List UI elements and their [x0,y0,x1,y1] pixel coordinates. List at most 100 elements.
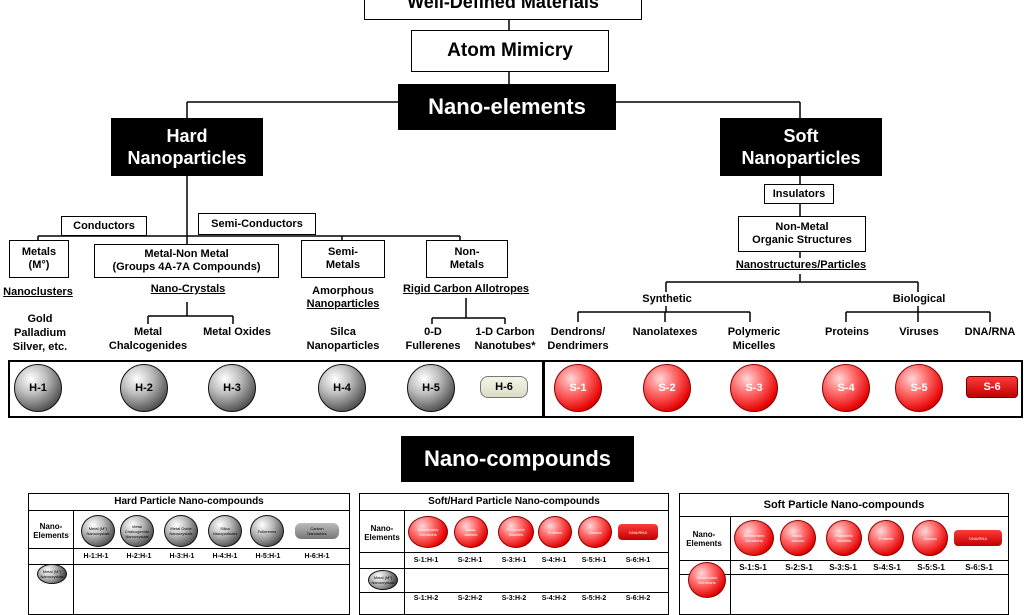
insulators-box: Insulators [764,184,834,204]
non-metal-organic-box: Non-Metal Organic Structures [738,216,866,252]
sh-cell-r2-2: S-2:H-2 [457,595,483,602]
connector-lines [37,20,991,324]
fullerenes-label: 0-D Fullerenes [405,326,461,352]
soft-hard-compounds-table: Soft/Hard Particle Nano-compounds Nano- … [359,493,669,615]
non-metals-box: Non- Metals [426,240,508,278]
sh-cell-4: S-4:H-1 [541,557,567,564]
nanotubes-label: 1-D Carbon Nanotubes* [474,326,536,352]
conductors-box: Conductors [61,216,147,236]
s-header-6: DNA/RNA [954,530,1002,546]
hard-header-5: Fullerenes [250,515,284,547]
nano-compounds-label: Nano-compounds [424,446,611,471]
sh-cell-r2-5: S-5:H-2 [581,595,607,602]
polymeric-label: Polymeric Micelles [727,326,781,352]
soft-hard-table-corner: Nano- Elements [364,524,400,542]
nano-elements-box: Nano-elements [398,84,616,130]
hard-header-1: Metal (M°) Nanocrystals [81,515,115,547]
nano-compounds-box: Nano-compounds [401,436,634,482]
conductors-label: Conductors [73,219,135,232]
s-header-4: Proteins [868,520,904,556]
sh-cell-5: S-5:H-1 [581,557,607,564]
s-header-3: Polymeric Micelles [826,520,862,556]
hard-header-3: Metal Oxide Nanocrystals [164,515,198,547]
well-defined-materials-box: Well-Defined Materials [364,0,642,20]
s-row-label: Dendrimers Dendrons [688,562,726,598]
synthetic-label: Synthetic [642,293,692,305]
soft-hard-compounds-title: Soft/Hard Particle Nano-compounds [360,494,668,511]
hard-cell-2: H-2:H-1 [126,553,152,560]
hard-header-4: Silica Nanoparticles [208,515,242,547]
nanostructures-label: Nanostructures/Particles [735,259,867,271]
soft-nanoparticles-box: Soft Nanoparticles [720,118,882,176]
insulators-label: Insulators [772,187,826,200]
hard-compounds-table: Hard Particle Nano-compounds Nano- Eleme… [28,493,350,615]
amorphous-nanoparticles-label: Nanoparticles [306,298,380,310]
viruses-label: Viruses [899,326,939,338]
hard-cell-6: H-6:H-1 [304,553,330,560]
s-header-1: Dendrimers Dendrons [734,520,774,556]
non-metals-label: Non- Metals [449,246,485,271]
hard-cell-4: H-4:H-1 [212,553,238,560]
h6-nanotube: H-6 [480,376,528,398]
h4-sphere: H-4 [318,364,366,412]
proteins-label: Proteins [824,326,869,338]
s-cell-1: S-1:S-1 [739,563,767,572]
s-cell-5: S-5:S-1 [917,563,945,572]
metal-oxides-label: Metal Oxides [203,326,271,338]
s-cell-3: S-3:S-1 [829,563,857,572]
s1-sphere: S-1 [554,364,602,412]
s3-sphere: S-3 [730,364,778,412]
atom-mimicry-label: Atom Mimicry [447,40,573,61]
hard-cell-5: H-5:H-1 [255,553,281,560]
nano-elements-label: Nano-elements [428,94,586,119]
hard-cell-3: H-3:H-1 [169,553,195,560]
semi-metals-box: Semi- Metals [301,240,385,278]
hard-header-6: Carbon Nanotubes [295,523,339,539]
h2-sphere: H-2 [120,364,168,412]
semi-conductors-box: Semi-Conductors [198,213,316,235]
sh-header-6: DNA/RNA [618,524,658,540]
nanolatexes-label: Nanolatexes [632,326,698,338]
hard-cell-1: H-1:H-1 [83,553,109,560]
sh-header-4: Proteins [538,516,572,548]
hard-nanoparticles-box: Hard Nanoparticles [111,118,263,176]
semi-conductors-label: Semi-Conductors [211,217,303,230]
rigid-carbon-label: Rigid Carbon Allotropes [402,283,530,295]
sh-header-3: Polymeric Micelles [498,516,534,548]
sh-cell-r2-6: S-6:H-2 [625,595,651,602]
silica-label: Silca Nanoparticles [306,326,380,352]
biological-label: Biological [892,293,946,305]
h1-sphere: H-1 [14,364,62,412]
sh-row-label: Metal (M°) Nanocrystals [368,570,398,590]
sh-cell-2: S-2:H-1 [457,557,483,564]
s2-sphere: S-2 [643,364,691,412]
hard-particles-panel [8,360,544,418]
h5-sphere: H-5 [407,364,455,412]
metal-chalcogenides-label: Metal Chalcogenides [108,326,188,352]
metals-label: Metals (M°) [21,246,57,271]
atom-mimicry-box: Atom Mimicry [411,30,609,72]
dendrons-label: Dendrons/ Dendrimers [547,326,609,352]
soft-compounds-table: Soft Particle Nano-compounds Nano- Eleme… [679,493,1009,615]
amorphous-label: Amorphous [312,285,374,297]
semi-metals-label: Semi- Metals [325,246,361,271]
metal-nonmetal-label: Metal-Non Metal (Groups 4A-7A Compounds) [112,248,261,273]
sh-cell-6: S-6:H-1 [625,557,651,564]
nanoclusters-label: Nanoclusters [3,286,73,298]
hard-nanoparticles-label: Hard Nanoparticles [127,126,247,168]
soft-particles-panel [543,360,1023,418]
s-cell-2: S-2:S-1 [785,563,813,572]
sh-header-1: Dendrimers Dendrons [408,516,448,548]
s-cell-6: S-6:S-1 [965,563,993,572]
s-cell-4: S-4:S-1 [873,563,901,572]
hard-header-2: Metal Chalcogenide Nanocrystals [120,515,154,547]
non-metal-organic-label: Non-Metal Organic Structures [752,221,852,246]
s5-sphere: S-5 [895,364,943,412]
soft-table-corner: Nano- Elements [686,530,722,548]
s6-dna: S-6 [966,376,1018,398]
hard-compounds-title: Hard Particle Nano-compounds [29,494,349,511]
s-header-5: Viruses [912,520,948,556]
s-header-2: Nano- latexes [780,520,816,556]
h3-sphere: H-3 [208,364,256,412]
metal-nonmetal-box: Metal-Non Metal (Groups 4A-7A Compounds) [94,244,279,278]
